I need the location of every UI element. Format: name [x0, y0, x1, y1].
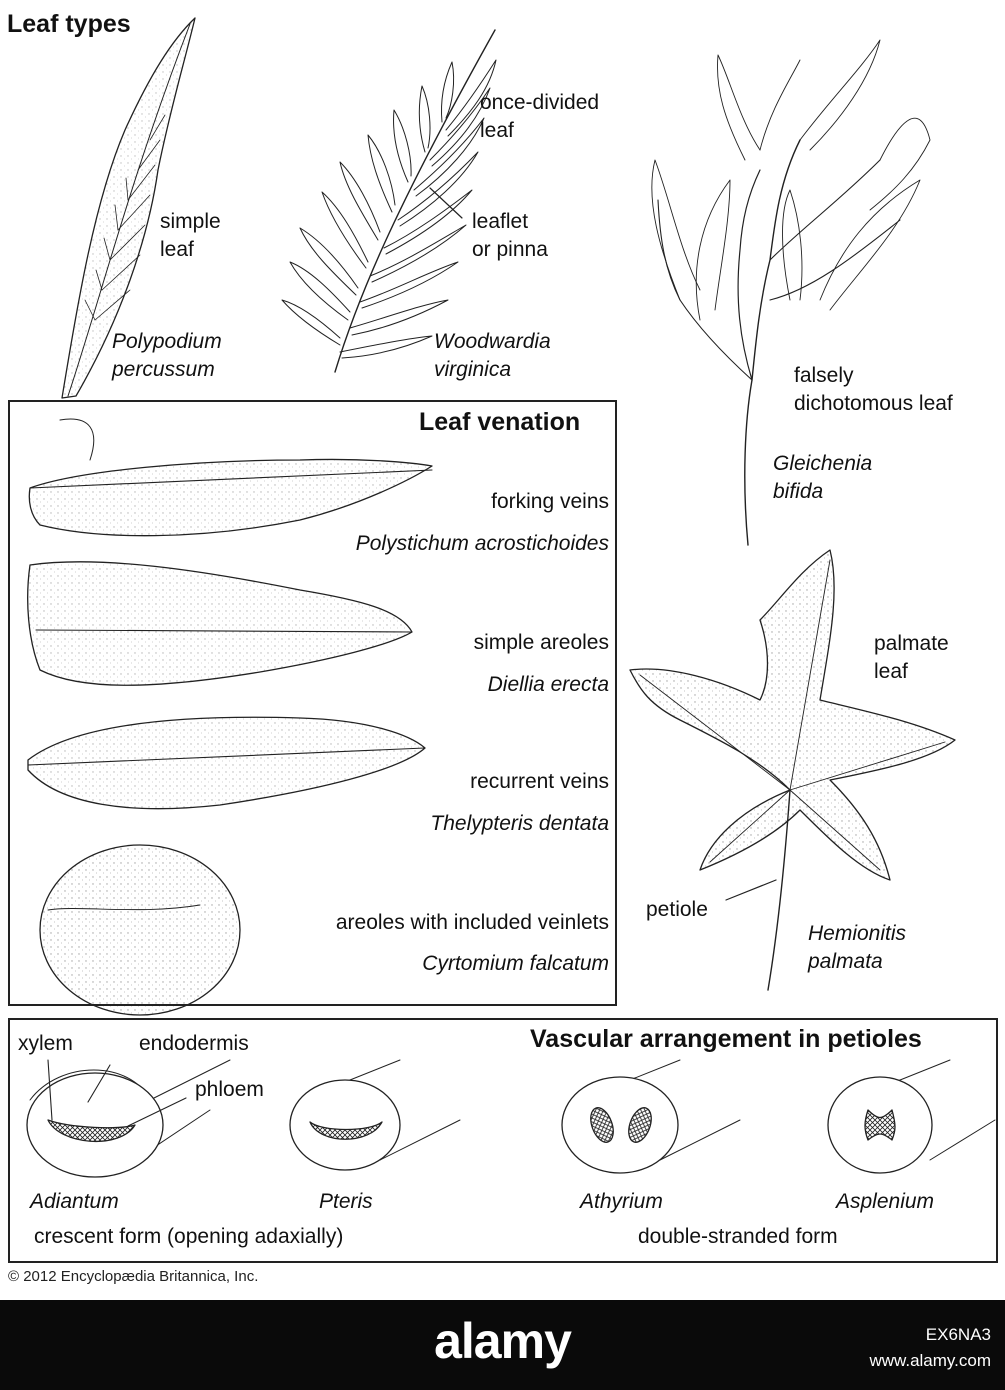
- recurrent-veins-drawing: [27, 716, 426, 810]
- watermark-site: www.alamy.com: [869, 1351, 991, 1370]
- form-double-stranded: double-stranded form: [638, 1225, 838, 1248]
- phloem-label: phloem: [195, 1078, 264, 1101]
- dichotomous-species-line1: Gleichenia: [773, 452, 873, 475]
- palmate-species-line1: Hemionitis: [808, 922, 907, 945]
- once-divided-label-line1: once-divided: [480, 91, 600, 114]
- venation-species-2: Diellia erecta: [487, 673, 609, 696]
- watermark-brand: alamy: [434, 1313, 572, 1369]
- petiole-label: petiole: [646, 898, 708, 921]
- venation-type-3: recurrent veins: [470, 770, 609, 793]
- venation-type-2: simple areoles: [473, 631, 609, 654]
- simple-areoles-drawing: [27, 561, 413, 686]
- adiantum-petiole-drawing: [26, 1059, 231, 1178]
- simple-leaf-species-line2: percussum: [112, 358, 215, 381]
- dichotomous-label-line1: falsely: [794, 364, 854, 387]
- athyrium-petiole-drawing: [561, 1059, 741, 1174]
- dichotomous-label-line2: dichotomous leaf: [794, 392, 953, 415]
- genus-pteris: Pteris: [319, 1190, 373, 1213]
- simple-leaf-drawing: [61, 17, 196, 399]
- palmate-species-line2: palmata: [808, 950, 883, 973]
- endodermis-label: endodermis: [139, 1032, 249, 1055]
- forking-veins-drawing: [28, 418, 433, 537]
- areoles-with-veinlets-drawing: [39, 844, 241, 1016]
- venation-type-1: forking veins: [491, 490, 609, 513]
- leaflet-label-line2: or pinna: [472, 238, 548, 261]
- dichotomous-leaf-drawing: [651, 39, 931, 546]
- once-divided-species-line1: Woodwardia: [434, 330, 551, 353]
- xylem-label: xylem: [18, 1032, 73, 1055]
- page-title: Leaf types: [7, 10, 131, 38]
- palmate-leaf-drawing: [629, 549, 956, 991]
- form-crescent: crescent form (opening adaxially): [34, 1225, 344, 1248]
- palmate-label-line1: palmate: [874, 632, 949, 655]
- genus-adiantum: Adiantum: [30, 1190, 119, 1213]
- dichotomous-species-line2: bifida: [773, 480, 824, 503]
- watermark-bar: alamy EX6NA3 www.alamy.com: [0, 1300, 1005, 1390]
- venation-type-4: areoles with included veinlets: [335, 911, 609, 934]
- once-divided-leaf-drawing: [281, 29, 497, 373]
- watermark-info: EX6NA3 www.alamy.com: [869, 1322, 991, 1374]
- genus-athyrium: Athyrium: [580, 1190, 663, 1213]
- venation-species-3: Thelypteris dentata: [430, 812, 609, 835]
- simple-leaf-label-line1: simple: [160, 210, 221, 233]
- genus-asplenium: Asplenium: [836, 1190, 935, 1213]
- asplenium-petiole-drawing: [827, 1059, 996, 1174]
- once-divided-species-line2: virginica: [434, 358, 512, 381]
- image-id: EX6NA3: [925, 1325, 991, 1344]
- venation-species-4: Cyrtomium falcatum: [422, 952, 609, 975]
- vascular-arrangement-panel: [8, 1018, 998, 1263]
- copyright: © 2012 Encyclopædia Britannica, Inc.: [8, 1268, 259, 1285]
- leaflet-label-line1: leaflet: [472, 210, 529, 233]
- vascular-title: Vascular arrangement in petioles: [530, 1025, 922, 1053]
- pteris-petiole-drawing: [289, 1059, 461, 1171]
- palmate-label-line2: leaf: [874, 660, 908, 683]
- simple-leaf-label-line2: leaf: [160, 238, 194, 261]
- venation-species-1: Polystichum acrostichoides: [355, 532, 609, 555]
- leaf-venation-panel: [8, 400, 617, 1006]
- simple-leaf-species-line1: Polypodium: [112, 330, 222, 353]
- once-divided-label-line2: leaf: [480, 119, 514, 142]
- venation-title: Leaf venation: [419, 408, 581, 436]
